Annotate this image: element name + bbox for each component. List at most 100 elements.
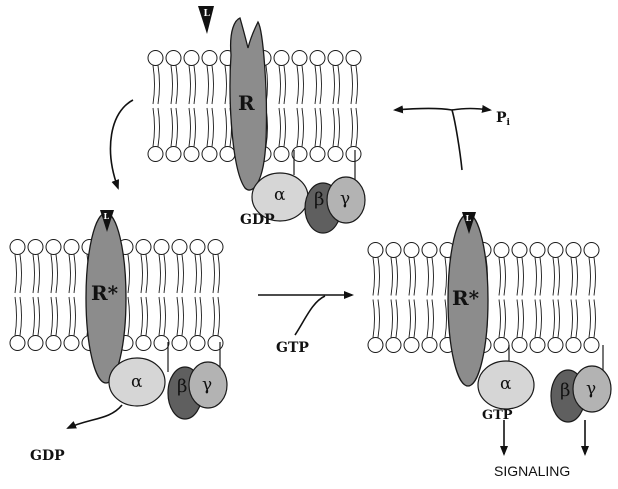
lipid-tail (413, 257, 416, 296)
lipid-tail (217, 296, 220, 336)
lipid-head (165, 146, 182, 162)
beta-label-active-gtp: β (560, 380, 570, 401)
lipid-tail (296, 65, 299, 105)
lipid-head (565, 242, 582, 258)
svg-text:L: L (204, 9, 211, 19)
lipid-tail (55, 254, 58, 294)
lipid-tail (55, 296, 58, 336)
lipid-tail (588, 299, 591, 338)
lipid-tail (395, 299, 398, 338)
lipid-tail (68, 296, 71, 336)
lipid-tail (176, 296, 179, 336)
alpha-label-active-gtp: α (500, 374, 512, 394)
gtp-input-label: GTP (276, 340, 309, 356)
lipid-tail (176, 254, 179, 294)
lipid-head (529, 242, 546, 258)
lipid-tail (355, 65, 358, 105)
lipid-tail (557, 257, 560, 296)
lipid-tail (301, 65, 304, 105)
lipid-tail (337, 107, 340, 147)
lipid-tail (14, 296, 17, 336)
gamma-subunit-active-gtp (572, 365, 612, 413)
lipid-tail (175, 107, 178, 147)
lipid-head (345, 146, 362, 162)
lipid-tail (552, 299, 555, 338)
lipid-head (183, 146, 200, 162)
lipid-tail (211, 107, 214, 147)
lipid-tail (498, 299, 501, 338)
lipid-tail (206, 65, 209, 105)
lipid-head (9, 239, 26, 255)
lipid-tail (539, 299, 542, 338)
lipid-tail (444, 257, 447, 296)
cycle-arrow-top-to-left (109, 99, 134, 190)
lipid-head (171, 239, 188, 255)
gamma-label-active-gdp: γ (202, 375, 212, 395)
gtp-input-curve (294, 295, 326, 336)
lipid-tail (350, 107, 353, 147)
lipid-tail (377, 299, 380, 338)
lipid-tail (319, 65, 322, 105)
lipid-tail (73, 254, 76, 294)
receptor-label-active-gdp: R* (91, 281, 119, 305)
alpha-subunit-active-gtp (477, 360, 535, 410)
lipid-tail (575, 299, 578, 338)
lipid-head (403, 337, 420, 353)
lipid-tail (395, 257, 398, 296)
lipid-head (9, 335, 26, 351)
lipid-tail (283, 65, 286, 105)
lipid-head (63, 239, 80, 255)
lipid-head (547, 242, 564, 258)
lipid-tail (163, 296, 166, 336)
lipid-tail (224, 65, 227, 105)
lipid-tail (444, 299, 447, 338)
lipid-tail (32, 296, 35, 336)
lipid-tail (181, 296, 184, 336)
lipid-tail (68, 254, 71, 294)
lipid-tail (503, 257, 506, 296)
lipid-tail (50, 254, 53, 294)
lipid-head (421, 242, 438, 258)
lipid-head (403, 242, 420, 258)
receptor-label-active-gtp: R* (452, 286, 480, 310)
lipid-tail (319, 107, 322, 147)
lipid-head (207, 335, 224, 351)
lipid-tail (521, 257, 524, 296)
lipid-tail (534, 299, 537, 338)
lipid-head (201, 50, 218, 66)
lipid-tail (217, 254, 220, 294)
lipid-tail (570, 257, 573, 296)
lipid-head (583, 337, 600, 353)
lipid-tail (224, 107, 227, 147)
ligand-right: L (462, 212, 476, 234)
lipid-head (207, 239, 224, 255)
lipid-head (291, 50, 308, 66)
lipid-tail (570, 299, 573, 338)
gamma-label-inactive: γ (340, 189, 350, 209)
lipid-tail (193, 65, 196, 105)
lipid-tail (350, 65, 353, 105)
lipid-head (219, 146, 236, 162)
lipid-tail (516, 257, 519, 296)
lipid-head (153, 239, 170, 255)
lipid-head (273, 146, 290, 162)
lipid-tail (152, 107, 155, 147)
lipid-head (135, 239, 152, 255)
lipid-tail (593, 257, 596, 296)
g-protein-active-gtp (477, 345, 612, 423)
svg-text:L: L (104, 211, 110, 221)
lipid-head (201, 146, 218, 162)
lipid-head (45, 335, 62, 351)
lipid-head (547, 337, 564, 353)
lipid-head (189, 239, 206, 255)
lipid-tail (157, 107, 160, 147)
lipid-tail (206, 107, 209, 147)
membrane-top (147, 50, 362, 162)
lipid-tail (127, 254, 130, 294)
gtp-bound-label: GTP (482, 408, 513, 423)
lipid-tail (431, 257, 434, 296)
phosphate-label: Pi (496, 110, 511, 128)
lipid-tail (199, 296, 202, 336)
lipid-tail (37, 296, 40, 336)
lipid-tail (390, 299, 393, 338)
